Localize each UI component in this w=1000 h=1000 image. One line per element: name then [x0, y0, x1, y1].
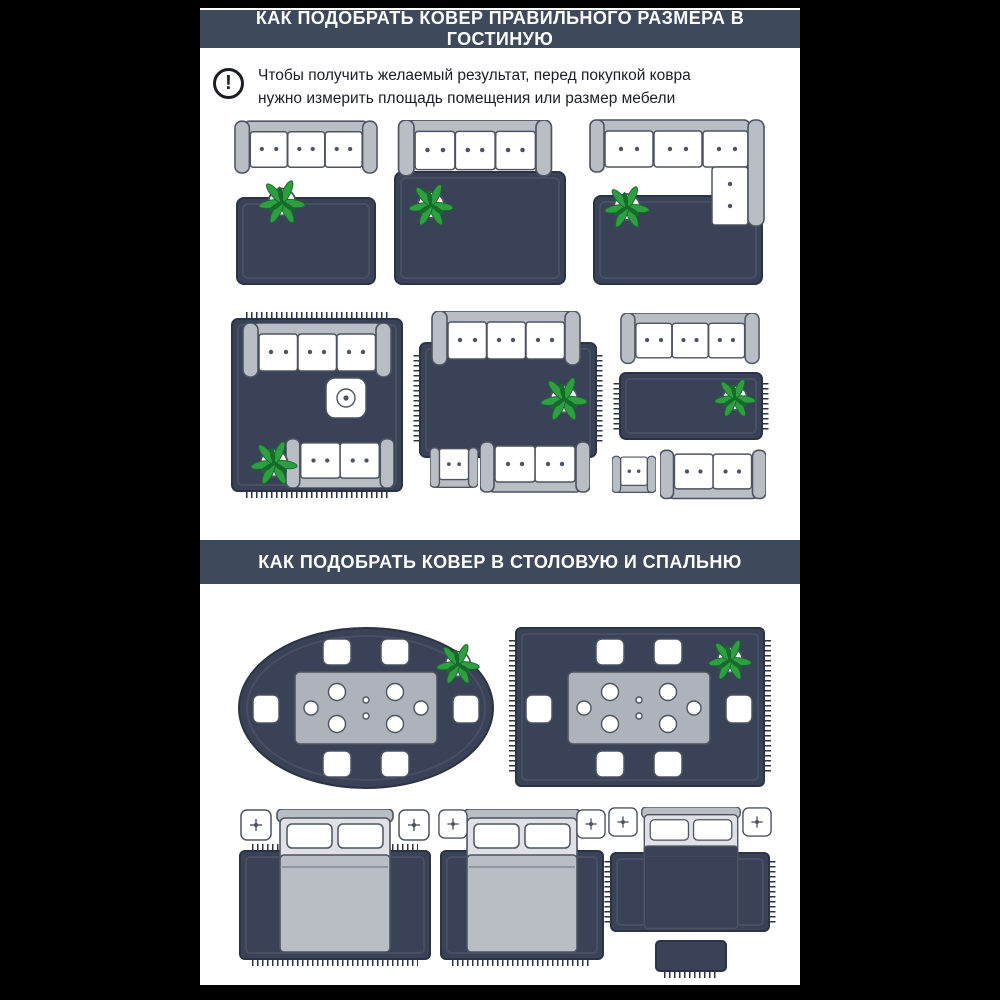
diagram-oval-rug-dining-set [238, 627, 494, 789]
diagram-medium-rug-sofa-group [413, 311, 603, 493]
nightstand [398, 809, 430, 841]
diagram-bedroom-runner-rug [604, 807, 776, 978]
coffee-table [325, 377, 367, 419]
corner-sofa [589, 119, 765, 227]
rug-border [400, 177, 560, 279]
nightstand [438, 809, 468, 839]
diagram-rug-with-corner-sofa [589, 119, 765, 285]
section-title-dining-bedroom: КАК ПОДОБРАТЬ КОВЕР В СТОЛОВУЮ И СПАЛЬНЮ [200, 540, 800, 584]
bed [276, 809, 394, 953]
diagram-rug-under-sofa-front [394, 120, 566, 285]
rug [236, 197, 376, 285]
sofa [242, 323, 392, 378]
rug-border [599, 201, 757, 279]
sofa [620, 313, 760, 365]
note-text: Чтобы получить желаемый результат, перед… [258, 67, 691, 108]
rug-border [242, 203, 370, 279]
foot-mat [655, 940, 727, 972]
section-title-dining-bedroom-text: КАК ПОДОБРАТЬ КОВЕР В СТОЛОВУЮ И СПАЛЬНЮ [258, 551, 742, 572]
rug-border [246, 635, 486, 781]
nightstand [608, 807, 638, 837]
exclamation-icon: ! [213, 68, 244, 99]
diagram-large-rug-two-sofas [231, 312, 403, 498]
diagram-bedroom-medium-rug [438, 809, 606, 966]
diagram-rug-in-front-of-sofa [234, 120, 378, 285]
bed [463, 809, 581, 953]
nightstand [576, 809, 606, 839]
armchair-facing-up [430, 447, 478, 489]
bed-dark-blanket [641, 807, 741, 930]
rug-border [521, 633, 759, 781]
sofa-facing-up [660, 449, 766, 500]
armchair-facing-up [612, 455, 656, 494]
sofa-facing-up [480, 441, 590, 493]
infographic-panel: КАК ПОДОБРАТЬ КОВЕР ПРАВИЛЬНОГО РАЗМЕРА … [200, 8, 800, 985]
section-title-living-room: КАК ПОДОБРАТЬ КОВЕР ПРАВИЛЬНОГО РАЗМЕРА … [200, 8, 800, 49]
sofa-facing-up [286, 438, 394, 488]
sofa [234, 120, 378, 174]
rug-border [625, 378, 757, 434]
section-title-living-room-text: КАК ПОДОБРАТЬ КОВЕР ПРАВИЛЬНОГО РАЗМЕРА … [255, 8, 745, 49]
sofa [431, 311, 581, 366]
diagram-bedroom-large-rug [239, 809, 431, 966]
diagram-small-rug-sofa-group [612, 313, 769, 500]
nightstand [742, 807, 772, 837]
diagram-rect-rug-dining-set [509, 627, 771, 787]
sofa [397, 120, 553, 177]
nightstand [240, 809, 272, 841]
